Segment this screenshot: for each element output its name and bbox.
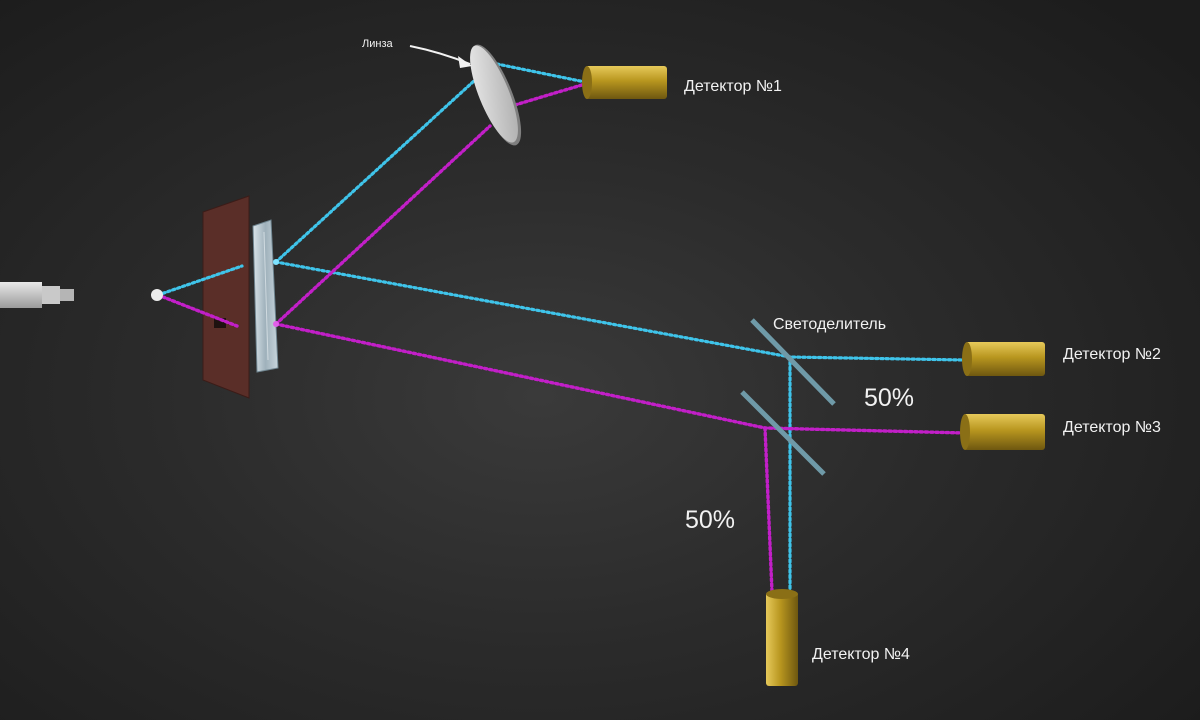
lens-pointer-arrow xyxy=(409,45,472,68)
detector-2 xyxy=(962,342,1045,376)
detector-4-label: Детектор №4 xyxy=(812,646,910,663)
mount-slot xyxy=(214,318,226,328)
sample-mount-plate xyxy=(202,195,250,399)
detector-3-label: Детектор №3 xyxy=(1063,419,1161,436)
detector-3 xyxy=(960,414,1045,450)
beam-splitter-label: Светоделитель xyxy=(773,316,887,333)
lens xyxy=(470,44,522,146)
cyan-reflection-point xyxy=(273,259,279,265)
split-ratio-down: 50% xyxy=(685,506,736,534)
magenta-reflection-point xyxy=(273,321,279,327)
detector-1-label: Детектор №1 xyxy=(684,78,782,95)
detector-1 xyxy=(582,66,667,99)
detector-2-label: Детектор №2 xyxy=(1063,346,1161,363)
magenta-beam xyxy=(156,82,967,594)
split-ratio-right: 50% xyxy=(864,384,915,412)
beam-splitter-upper xyxy=(750,318,836,406)
laser-source xyxy=(0,282,74,308)
detector-4 xyxy=(766,589,798,686)
beam-splitter-lower xyxy=(740,390,826,476)
lens-label: Линза xyxy=(362,38,393,50)
scattering-ball xyxy=(151,289,163,301)
